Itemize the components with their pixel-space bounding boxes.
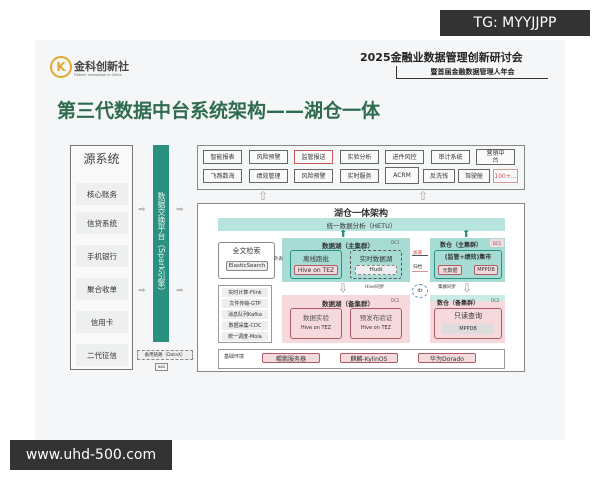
cluster-sync-label: 集群同步 — [438, 285, 456, 290]
source-item: 信贷系统 — [76, 212, 128, 234]
readonly-query-box — [434, 308, 502, 339]
prerelease-engine: Hive on TEZ — [360, 325, 392, 331]
app-item: 智能报表 — [203, 150, 242, 164]
app-item: 绩效管理 — [249, 169, 288, 183]
mppdb-tag: MPPDB — [474, 265, 498, 275]
readonly-engine: MPPDB — [442, 324, 494, 334]
lake-main-title: 数据湖（主集群） — [322, 242, 374, 250]
tool-item: 消息队列Kafka — [222, 310, 268, 319]
infra-label: 基础环境 — [224, 354, 245, 360]
lake-backup-title: 数据湖（备集群） — [322, 300, 374, 308]
app-item: 实时服务 — [340, 169, 379, 183]
elasticsearch-tag: ElasticSearch — [226, 261, 268, 271]
tool-item: 实时计算-Flink — [222, 288, 268, 297]
warehouse-backup-cluster — [430, 295, 505, 343]
data-lake-backup-cluster — [282, 295, 410, 343]
dr-indicator: dr — [412, 284, 428, 298]
dc-label: DC2 — [491, 298, 500, 303]
app-item: 飞燕数海 — [203, 169, 242, 183]
prerelease-title: 预发布验证 — [359, 314, 393, 322]
source-item: 信用卡 — [76, 311, 128, 333]
up-arrow-icon: ⬆ — [462, 229, 471, 240]
lakehouse-box — [197, 203, 525, 372]
conference-subtitle: 暨首届金融数据管理人年会 — [396, 66, 548, 79]
source-item: 手机银行 — [76, 245, 128, 267]
external-table-label: 外表 — [274, 257, 283, 262]
app-item: 驾驶舱 — [458, 169, 490, 183]
realtime-title: 实时数据湖 — [359, 255, 393, 263]
arrow-icon: ➡ — [138, 286, 146, 296]
mart-box — [434, 250, 502, 279]
hudi-tag: Hudi — [355, 265, 397, 275]
tool-item: 文件传输-GTP — [222, 299, 268, 308]
nas-icon: NAS — [155, 363, 168, 371]
app-item: ACRM — [385, 167, 419, 184]
arrow-icon: ➡ — [176, 286, 184, 296]
down-arrow-icon: ⇩ — [462, 281, 473, 295]
page-title: 第三代数据中台系统架构——湖仓一体 — [57, 100, 381, 122]
app-item: 实验分析 — [340, 150, 379, 164]
source-item: 二代征信 — [76, 344, 128, 366]
dc-label: DC1 — [490, 239, 504, 247]
mart-title: (监管+绩效)集市 — [444, 254, 492, 261]
infrastructure-bar — [218, 349, 505, 369]
lakehouse-title: 湖仓一体架构 — [333, 209, 388, 219]
watermark-bottom: www.uhd-500.com — [10, 440, 172, 470]
arrow-icon: ➡ — [176, 205, 184, 215]
readonly-title: 只读查询 — [454, 312, 482, 320]
conference-title: 2025金融业数据管理创新研讨会 — [360, 51, 523, 64]
infra-item: 鲲鹏服务器 — [262, 353, 320, 363]
app-item: 审计系统 — [431, 150, 470, 164]
experiment-engine: Hive on TEZ — [300, 325, 332, 331]
realtime-lake-box — [350, 250, 402, 279]
app-item: 反洗钱 — [423, 169, 455, 183]
hive-tez-tag: Hive on TEZ — [294, 265, 338, 275]
down-arrow-icon: ⇩ — [338, 281, 349, 295]
tool-item: 数据采集-CDC — [222, 321, 268, 330]
app-item: 营销中台 — [476, 149, 515, 165]
metadata-tag: 元数据 — [438, 265, 462, 275]
app-item: 风险预警 — [294, 169, 333, 183]
backup-link-datax: 备用链路（DataX） — [137, 350, 193, 360]
app-item: 进件风控 — [385, 150, 424, 164]
watermark-top: TG: MYYJJPP — [440, 10, 590, 36]
logo-icon: K — [50, 56, 72, 78]
experiment-box — [290, 308, 342, 339]
source-item: 聚合收单 — [76, 278, 128, 300]
wh-backup-title: 数仓（备集群） — [437, 300, 480, 307]
up-arrow-icon: ⇧ — [258, 189, 269, 203]
app-item: 监管报送 — [294, 150, 333, 164]
arrow-left — [412, 271, 428, 272]
arrow-icon: ➡ — [138, 205, 146, 215]
app-item: 100+... — [493, 169, 518, 183]
fulltext-title: 全文检索 — [232, 247, 261, 255]
wh-main-title: 数仓（主集群） — [440, 242, 483, 249]
batch-box — [290, 250, 342, 279]
tool-item: 统一调度-Moia — [222, 332, 268, 341]
infra-item: 麒麟-KylinOS — [340, 353, 398, 363]
app-item: 风险预警 — [249, 150, 288, 164]
up-arrow-icon: ⇧ — [418, 189, 429, 203]
fulltext-search-box — [218, 242, 275, 279]
tools-box — [218, 285, 272, 343]
batch-title: 离线跑批 — [303, 255, 329, 263]
hive-sync-label: Hive同步 — [365, 285, 385, 290]
dc-label: DC1 — [391, 240, 400, 245]
arrow-right — [412, 255, 428, 256]
hetu-bar: 统一数据分析（HETU） — [218, 218, 505, 231]
archive-label: 归档 — [413, 265, 422, 270]
experiment-title: 数据实验 — [303, 314, 329, 322]
logo-tagline: Fintech innovation in China — [74, 73, 122, 77]
source-title: 源系统 — [83, 152, 120, 166]
cluster-header-strip — [430, 295, 505, 301]
accelerate-label: 加速 — [413, 251, 422, 256]
prerelease-box — [350, 308, 402, 339]
up-arrow-icon: ⬆ — [339, 229, 348, 240]
dc-label: DC2 — [391, 298, 400, 303]
data-exchange-platform: 数据交换平台（Spark引擎） — [153, 145, 169, 342]
source-item: 核心账务 — [76, 183, 128, 205]
logo-name: 金科创新社 — [74, 60, 129, 73]
infra-item: 华为Dorado — [418, 353, 476, 363]
